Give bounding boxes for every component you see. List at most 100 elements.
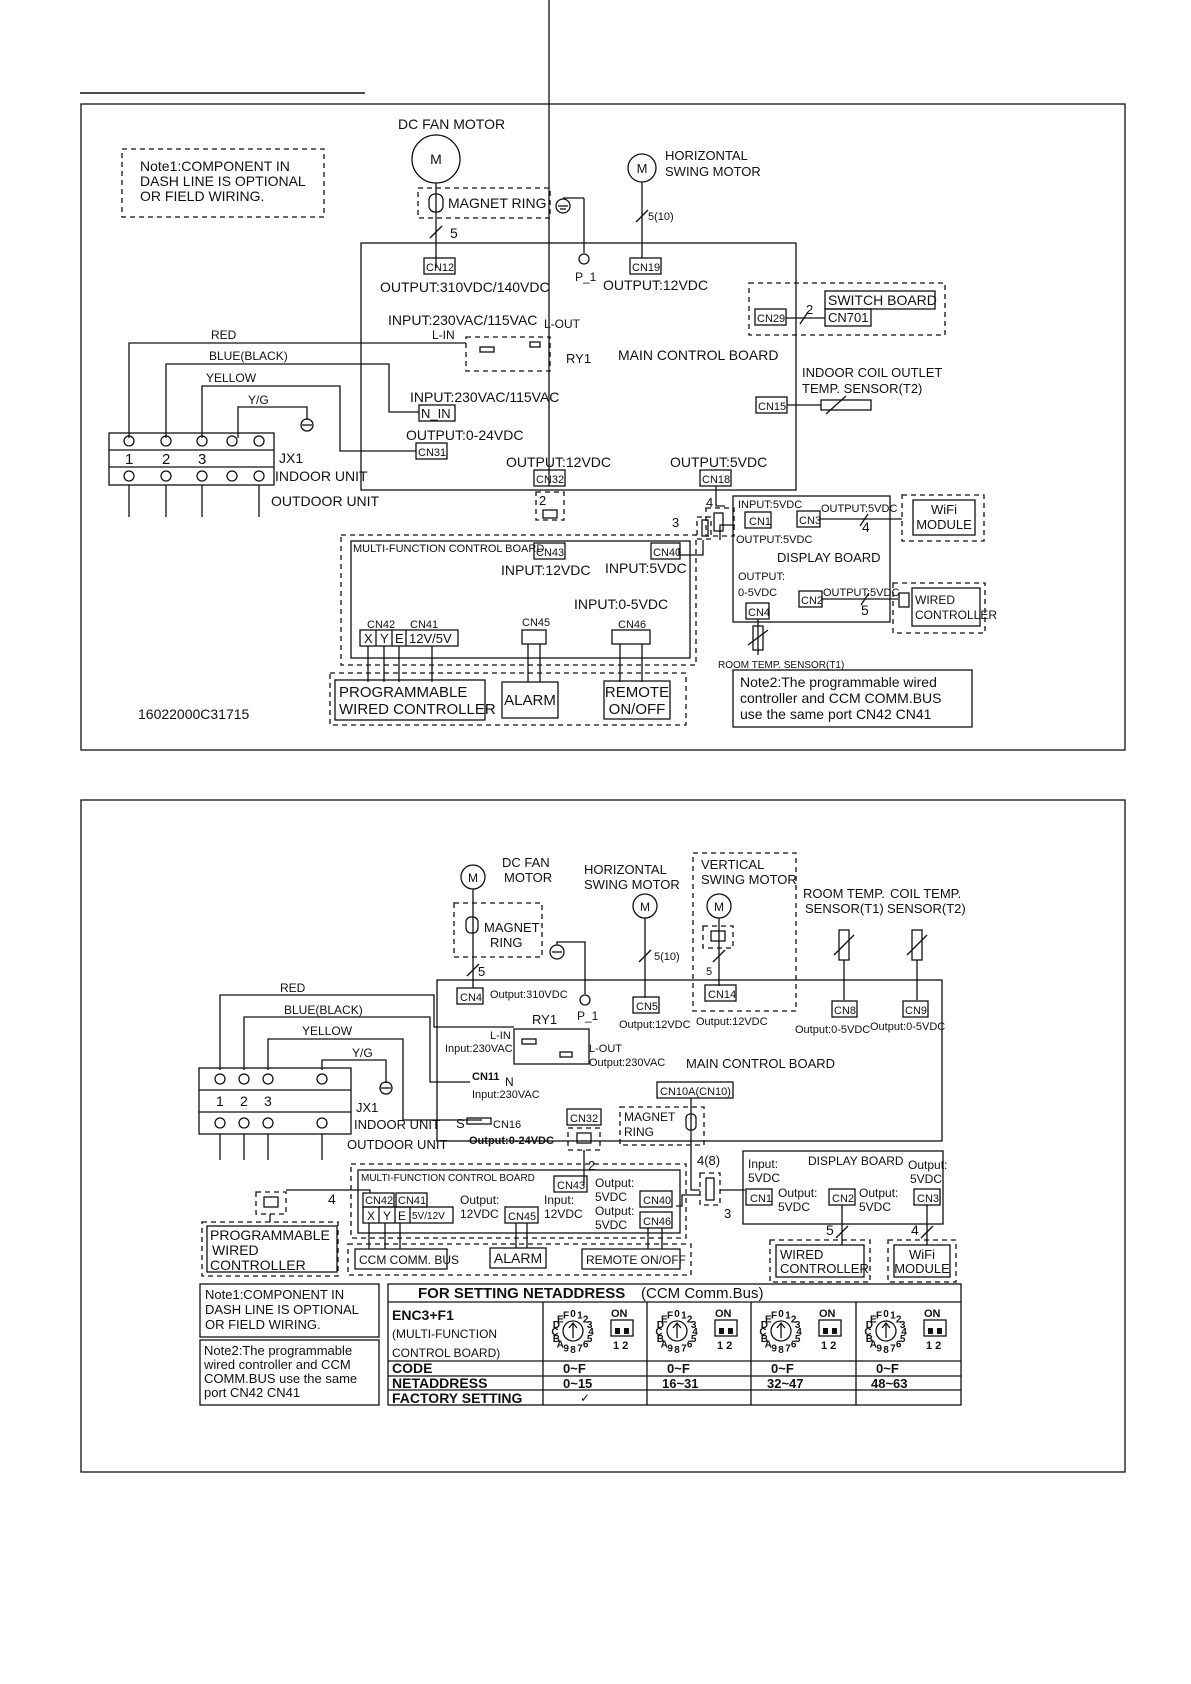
note2-2-line3: COMM.BUS use the same [204,1371,357,1386]
output-0-24-2: Output:0-24VDC [469,1135,554,1147]
addr-cell-1: 0~15 [563,1376,592,1391]
mfcb2-input-1: Input: [544,1193,574,1207]
pin-2-5v12v: 5V/12V [412,1211,445,1222]
multi-function-control-board-2 [357,1169,681,1234]
rotary-digit: C [551,1327,558,1338]
fan-wire-count: 5 [450,225,458,241]
display-output-5-cn3: OUTPUT:5VDC [821,503,897,515]
rotary-digit: 8 [883,1345,889,1356]
note2-line3: use the same port CN42 CN41 [740,706,932,722]
mfcb2-cn41: CN41 [398,1195,426,1207]
ry1-2-label: RY1 [532,1012,557,1027]
rotary-digit: 2 [896,1314,902,1325]
remote-label-1: REMOTE [605,684,669,701]
mcb2-output-310: Output:310VDC [490,989,568,1001]
output-5-cn18-label: OUTPUT:5VDC [670,454,767,470]
hswing-wire-count: 5(10) [648,211,674,223]
programmable-2-label-1: PROGRAMMABLE [210,1227,330,1243]
input-230-n-label: INPUT:230VAC/115VAC [410,389,559,405]
room-temp-sensor-label: ROOM TEMP. SENSOR(T1) [718,660,844,671]
display-2-out1-2: 5VDC [778,1200,810,1214]
magnet-ring-3-label-2: RING [624,1125,654,1139]
mfcb2-cn42: CN42 [365,1195,393,1207]
rotary-digit: D [866,1320,873,1331]
hswing-label-2: SWING MOTOR [665,164,761,179]
rotary-digit: 0 [570,1309,576,1320]
wire-yellow-label: YELLOW [206,371,257,385]
note2-line2: controller and CCM COMM.BUS [740,690,942,706]
mfcb2-out12-1: Output: [460,1193,499,1207]
enc-sub-1: (MULTI-FUNCTION [392,1327,497,1341]
dip-numbers: 1 2 [717,1340,732,1352]
programmable-controller-2-box [206,1225,338,1273]
cn29-label: CN29 [757,313,785,325]
rotary-digit: A [765,1340,772,1351]
mfcb2-out40-2: 5VDC [595,1190,627,1204]
programmable-controller-box [334,679,486,721]
mcb2-cn4: CN4 [460,992,482,1004]
vswing-wire-count: 5 [706,966,712,978]
coil-sensor-label-1: INDOOR COIL OUTLET [802,365,942,380]
dip-lever [928,1328,933,1334]
display-cn3: CN3 [799,515,821,527]
rotary-digit: 5 [691,1334,697,1345]
room-sensor-icon [752,625,764,651]
rotary-digit: 2 [687,1314,693,1325]
rotary-digit: 6 [583,1340,589,1351]
terminal-3: 3 [198,451,206,468]
dip-switch-icon [610,1319,634,1337]
rotary-digit: 8 [778,1345,784,1356]
wifi-label-2: MODULE [916,517,972,532]
display-2-input-2: 5VDC [748,1171,780,1185]
magnet-ring-label: MAGNET RING [448,195,547,211]
wired-controller-2-box [775,1244,865,1278]
remote-onoff-box [603,680,671,720]
rotary-digit: C [759,1327,766,1338]
ccm-comm-bus-box [354,1248,448,1270]
fan-motor-m-2: M [468,871,478,885]
p1-terminal [578,253,590,265]
mfcb-label: MULTI-FUNCTION CONTROL BOARD [353,543,544,555]
pin-y: Y [380,631,389,646]
remote-onoff-2-label: REMOTE ON/OFF [586,1253,686,1267]
enc-label: ENC3+F1 [392,1307,454,1323]
p1-label-2: P_1 [577,1009,599,1023]
dip-numbers: 1 2 [821,1340,836,1352]
rotary-digit: 5 [900,1334,906,1345]
cn2-2-wire-count: 5 [826,1222,834,1238]
coil-sensor-label-2: TEMP. SENSOR(T2) [802,381,922,396]
jx1-label: JX1 [279,450,303,466]
wired-controller-label-1: WIRED [915,593,955,607]
dip-lever [624,1328,629,1334]
rotary-arrow-icon [672,1321,682,1338]
dip-on-label: ON [611,1308,628,1320]
dip-lever [823,1328,828,1334]
rotary-digit: 9 [667,1344,673,1355]
note1-2-line2: DASH LINE IS OPTIONAL [205,1302,359,1317]
rotary-digit: E [557,1314,564,1325]
coil-sensor-icon [820,399,872,411]
magnet-ring-3-label-1: MAGNET [624,1110,676,1124]
note2-2-line4: port CN42 CN41 [204,1385,300,1400]
dip-switch-icon [714,1319,738,1337]
display-cn2: CN2 [801,595,823,607]
display-output-0-5-b: 0-5VDC [738,587,777,599]
display-board [732,495,891,623]
rotary-digit: C [864,1327,871,1338]
factory-cell-1: ✓ [580,1391,590,1405]
enc-sub-2: CONTROL BOARD) [392,1346,500,1360]
remote-onoff-2-box [581,1248,681,1270]
addr-cell-4: 48~63 [871,1376,908,1391]
rotary-digit: 9 [771,1344,777,1355]
wire-blue-2: BLUE(BLACK) [284,1003,363,1017]
dip-numbers: 1 2 [613,1340,628,1352]
netaddress-table: FOR SETTING NETADDRESS (CCM Comm.Bus) EN… [387,1283,962,1406]
hswing-2-m: M [640,900,650,914]
cn18-label: CN18 [702,474,730,486]
alarm-2-box [489,1247,547,1269]
cn12-label: CN12 [426,262,454,274]
rotary-digit: B [761,1334,768,1345]
mfcb2-cn43: CN43 [557,1180,585,1192]
display-2-out1-1: Output: [778,1186,817,1200]
cn32-2-wire-count: 2 [588,1158,595,1173]
